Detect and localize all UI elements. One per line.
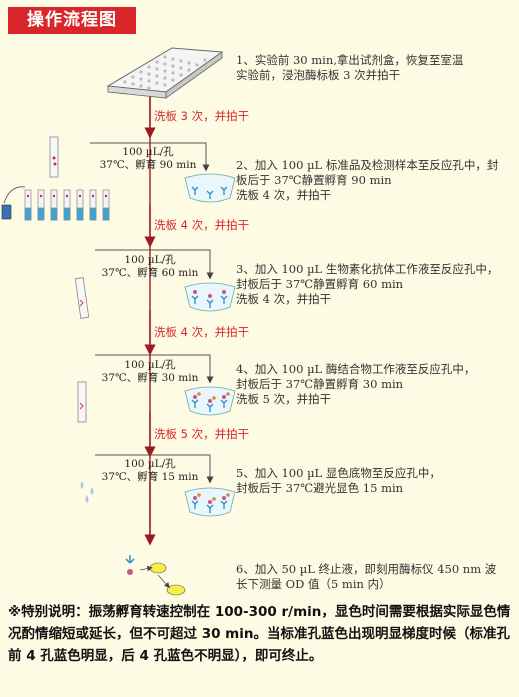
condition-incubation: 37℃、孵育 30 min bbox=[101, 372, 199, 384]
microplate-illustration bbox=[106, 47, 224, 99]
condition-2: 100 µL/孔 37℃、孵育 60 min bbox=[90, 254, 210, 280]
step-1-text: 1、实验前 30 min,拿出试剂盒，恢复至室温 实验前，浸泡酶标板 3 次并拍… bbox=[236, 53, 464, 82]
step-4-text: 4、加入 100 µL 酶结合物工作液至反应孔中， 封板后于 37℃静置孵育 3… bbox=[236, 362, 476, 406]
condition-volume: 100 µL/孔 bbox=[124, 254, 176, 266]
reaction-well-step5 bbox=[184, 487, 236, 517]
condition-volume: 100 µL/孔 bbox=[124, 359, 176, 371]
condition-bracket-3 bbox=[95, 354, 214, 384]
stop-reaction-illustration bbox=[125, 555, 186, 596]
page-title: 操作流程图 bbox=[8, 7, 136, 34]
reaction-well-step4 bbox=[184, 386, 236, 416]
condition-1: 100 µL/孔 37℃、孵育 90 min bbox=[88, 146, 208, 172]
step-2-text: 2、加入 100 µL 标准品及检测样本至反应孔中，封 板后于 37℃静置孵育 … bbox=[236, 158, 499, 202]
reagent-tube-step4 bbox=[77, 381, 87, 423]
condition-volume: 100 µL/孔 bbox=[122, 146, 174, 158]
special-note: ※特别说明：振荡孵育转速控制在 100-300 r/min，显色时间需要根据实际… bbox=[8, 604, 511, 664]
step-6-text: 6、加入 50 µL 终止液，即刻用酶标仪 450 nm 波 长下测量 OD 值… bbox=[236, 562, 497, 591]
condition-incubation: 37℃、孵育 90 min bbox=[99, 159, 197, 171]
step-5-text: 5、加入 100 µL 显色底物至反应孔中， 封板后于 37℃避光显色 15 m… bbox=[236, 466, 441, 495]
condition-volume: 100 µL/孔 bbox=[124, 458, 176, 470]
condition-4: 100 µL/孔 37℃、孵育 15 min bbox=[90, 458, 210, 484]
condition-incubation: 37℃、孵育 60 min bbox=[101, 267, 199, 279]
substrate-drops-illustration bbox=[80, 481, 94, 503]
condition-3: 100 µL/孔 37℃、孵育 30 min bbox=[90, 359, 210, 385]
reaction-well-step2 bbox=[184, 173, 236, 203]
reagent-tube-step3 bbox=[74, 277, 90, 319]
step-3-text: 3、加入 100 µL 生物素化抗体工作液至反应孔中， 封板后于 37℃静置孵育… bbox=[236, 262, 499, 306]
condition-bracket-1 bbox=[90, 142, 210, 172]
condition-incubation: 37℃、孵育 15 min bbox=[101, 471, 199, 483]
condition-bracket-2 bbox=[95, 249, 214, 280]
wash-label-4: 洗板 5 次，并拍干 bbox=[154, 427, 250, 441]
standard-tubes-illustration bbox=[1, 136, 110, 221]
wash-label-1: 洗板 3 次，并拍干 bbox=[154, 109, 250, 123]
wash-label-3: 洗板 4 次，并拍干 bbox=[154, 325, 250, 339]
condition-bracket-4 bbox=[95, 454, 214, 484]
reaction-well-step3 bbox=[184, 282, 236, 312]
wash-label-2: 洗板 4 次，并拍干 bbox=[154, 218, 250, 232]
